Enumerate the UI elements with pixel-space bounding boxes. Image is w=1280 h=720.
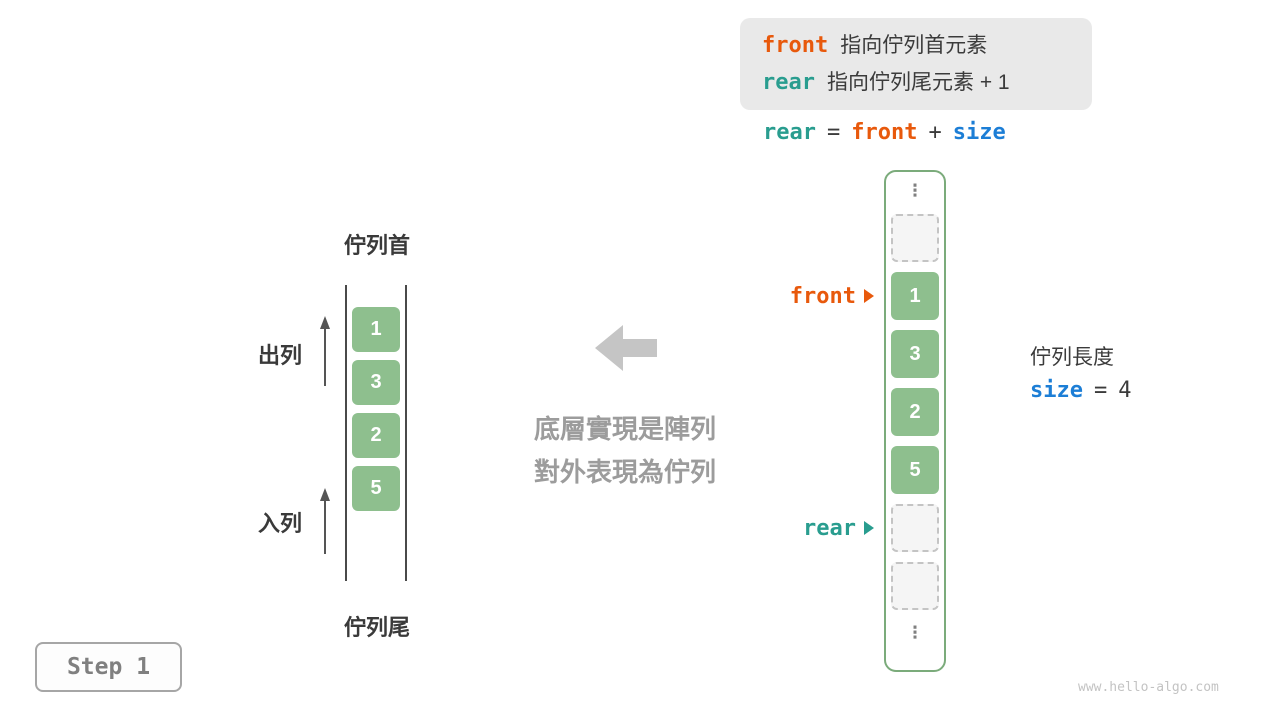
front-keyword: front: [762, 33, 829, 58]
queue-right-wall: [405, 285, 407, 581]
legend-front-line: front 指向佇列首元素: [762, 27, 1092, 64]
formula-plus: +: [928, 120, 942, 145]
array-cell-empty: [891, 214, 939, 262]
array-cell-empty: [891, 562, 939, 610]
front-pointer-label: front: [789, 283, 856, 309]
step-badge: Step 1: [35, 642, 182, 692]
array-container: ⋮ 1 3 2 5 ⋮: [884, 170, 946, 672]
bottom-ellipsis: ⋮: [906, 623, 924, 643]
queue-cell: 1: [352, 307, 400, 352]
front-arrowhead-icon: [864, 289, 874, 303]
pointer-formula: rear = front + size: [763, 120, 1006, 145]
left-arrow-icon: [595, 325, 657, 371]
size-keyword: size: [1030, 378, 1083, 403]
dequeue-arrow-icon: [320, 316, 330, 386]
array-cell: 3: [891, 330, 939, 378]
rear-arrowhead-icon: [864, 521, 874, 535]
array-cell: 2: [891, 388, 939, 436]
rear-description: 指向佇列尾元素 + 1: [826, 71, 1010, 94]
array-cell: 5: [891, 446, 939, 494]
formula-size: size: [952, 120, 1006, 145]
queue-tail-label: 佇列尾: [343, 615, 410, 640]
enqueue-arrow-icon: [320, 488, 330, 554]
size-equation: size = 4: [1030, 378, 1131, 403]
queue-cell: 3: [352, 360, 400, 405]
queue-length-label: 佇列長度: [1030, 346, 1114, 369]
size-value: 4: [1118, 378, 1132, 403]
rear-keyword: rear: [762, 70, 815, 95]
rear-pointer: rear: [740, 513, 874, 543]
caption-line-2: 對外表現為佇列: [533, 457, 716, 487]
size-equals: =: [1093, 378, 1108, 403]
top-ellipsis: ⋮: [906, 181, 924, 201]
front-pointer: front: [740, 281, 874, 311]
queue-head-label: 佇列首: [343, 233, 410, 258]
legend-rear-line: rear 指向佇列尾元素 + 1: [762, 64, 1092, 101]
watermark: www.hello-algo.com: [1078, 680, 1219, 695]
rear-pointer-label: rear: [803, 515, 856, 541]
legend-box: front 指向佇列首元素 rear 指向佇列尾元素 + 1: [740, 18, 1092, 110]
array-cell-empty: [891, 504, 939, 552]
dequeue-label: 出列: [258, 343, 303, 368]
formula-front: front: [851, 120, 918, 145]
step-label: Step 1: [66, 654, 151, 680]
queue-cell: 5: [352, 466, 400, 511]
enqueue-label: 入列: [258, 511, 303, 536]
formula-rear: rear: [763, 120, 816, 145]
front-description: 指向佇列首元素: [840, 34, 988, 57]
queue-left-wall: [345, 285, 347, 581]
queue-cell: 2: [352, 413, 400, 458]
formula-equals: =: [826, 120, 841, 145]
implementation-caption: 底層實現是陣列 對外表現為佇列: [495, 408, 755, 494]
array-cell: 1: [891, 272, 939, 320]
caption-line-1: 底層實現是陣列: [533, 414, 716, 444]
